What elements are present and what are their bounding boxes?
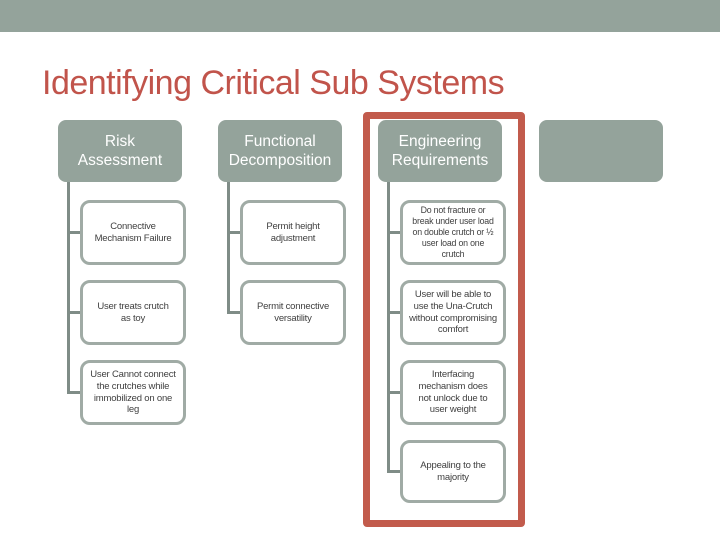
- org-node-permit-connective-versatility: Permit connective versatility: [240, 280, 346, 345]
- connector-line: [387, 182, 390, 473]
- org-node-permit-height-adjustment: Permit height adjustment: [240, 200, 346, 265]
- connector-line: [67, 311, 80, 314]
- connector-line: [227, 311, 240, 314]
- connector-line: [387, 391, 400, 394]
- column-header-engineering-requirements: Engineering Requirements: [378, 120, 502, 182]
- slide-title: Identifying Critical Sub Systems: [42, 64, 505, 102]
- connector-line: [67, 182, 70, 394]
- connector-line: [67, 391, 80, 394]
- column-header-empty: [539, 120, 663, 182]
- org-node-user-treats-crutch-as-toy: User treats crutch as toy: [80, 280, 186, 345]
- org-node-interfacing-mechanism: Interfacing mechanism does not unlock du…: [400, 360, 506, 425]
- org-node-appealing-to-majority: Appealing to the majority: [400, 440, 506, 503]
- connector-line: [387, 311, 400, 314]
- column-header-risk-assessment: Risk Assessment: [58, 120, 182, 182]
- connector-line: [227, 231, 240, 234]
- column-header-functional-decomposition: Functional Decomposition: [218, 120, 342, 182]
- org-node-una-crutch-comfort: User will be able to use the Una-Crutch …: [400, 280, 506, 345]
- org-node-do-not-fracture: Do not fracture or break under user load…: [400, 200, 506, 265]
- org-node-user-cannot-connect: User Cannot connect the crutches while i…: [80, 360, 186, 425]
- top-accent-bar: [0, 0, 720, 32]
- connector-line: [67, 231, 80, 234]
- org-node-connective-mechanism-failure: Connective Mechanism Failure: [80, 200, 186, 265]
- connector-line: [227, 182, 230, 314]
- connector-line: [387, 231, 400, 234]
- connector-line: [387, 470, 400, 473]
- highlight-rectangle-engineering-requirements: [363, 112, 525, 527]
